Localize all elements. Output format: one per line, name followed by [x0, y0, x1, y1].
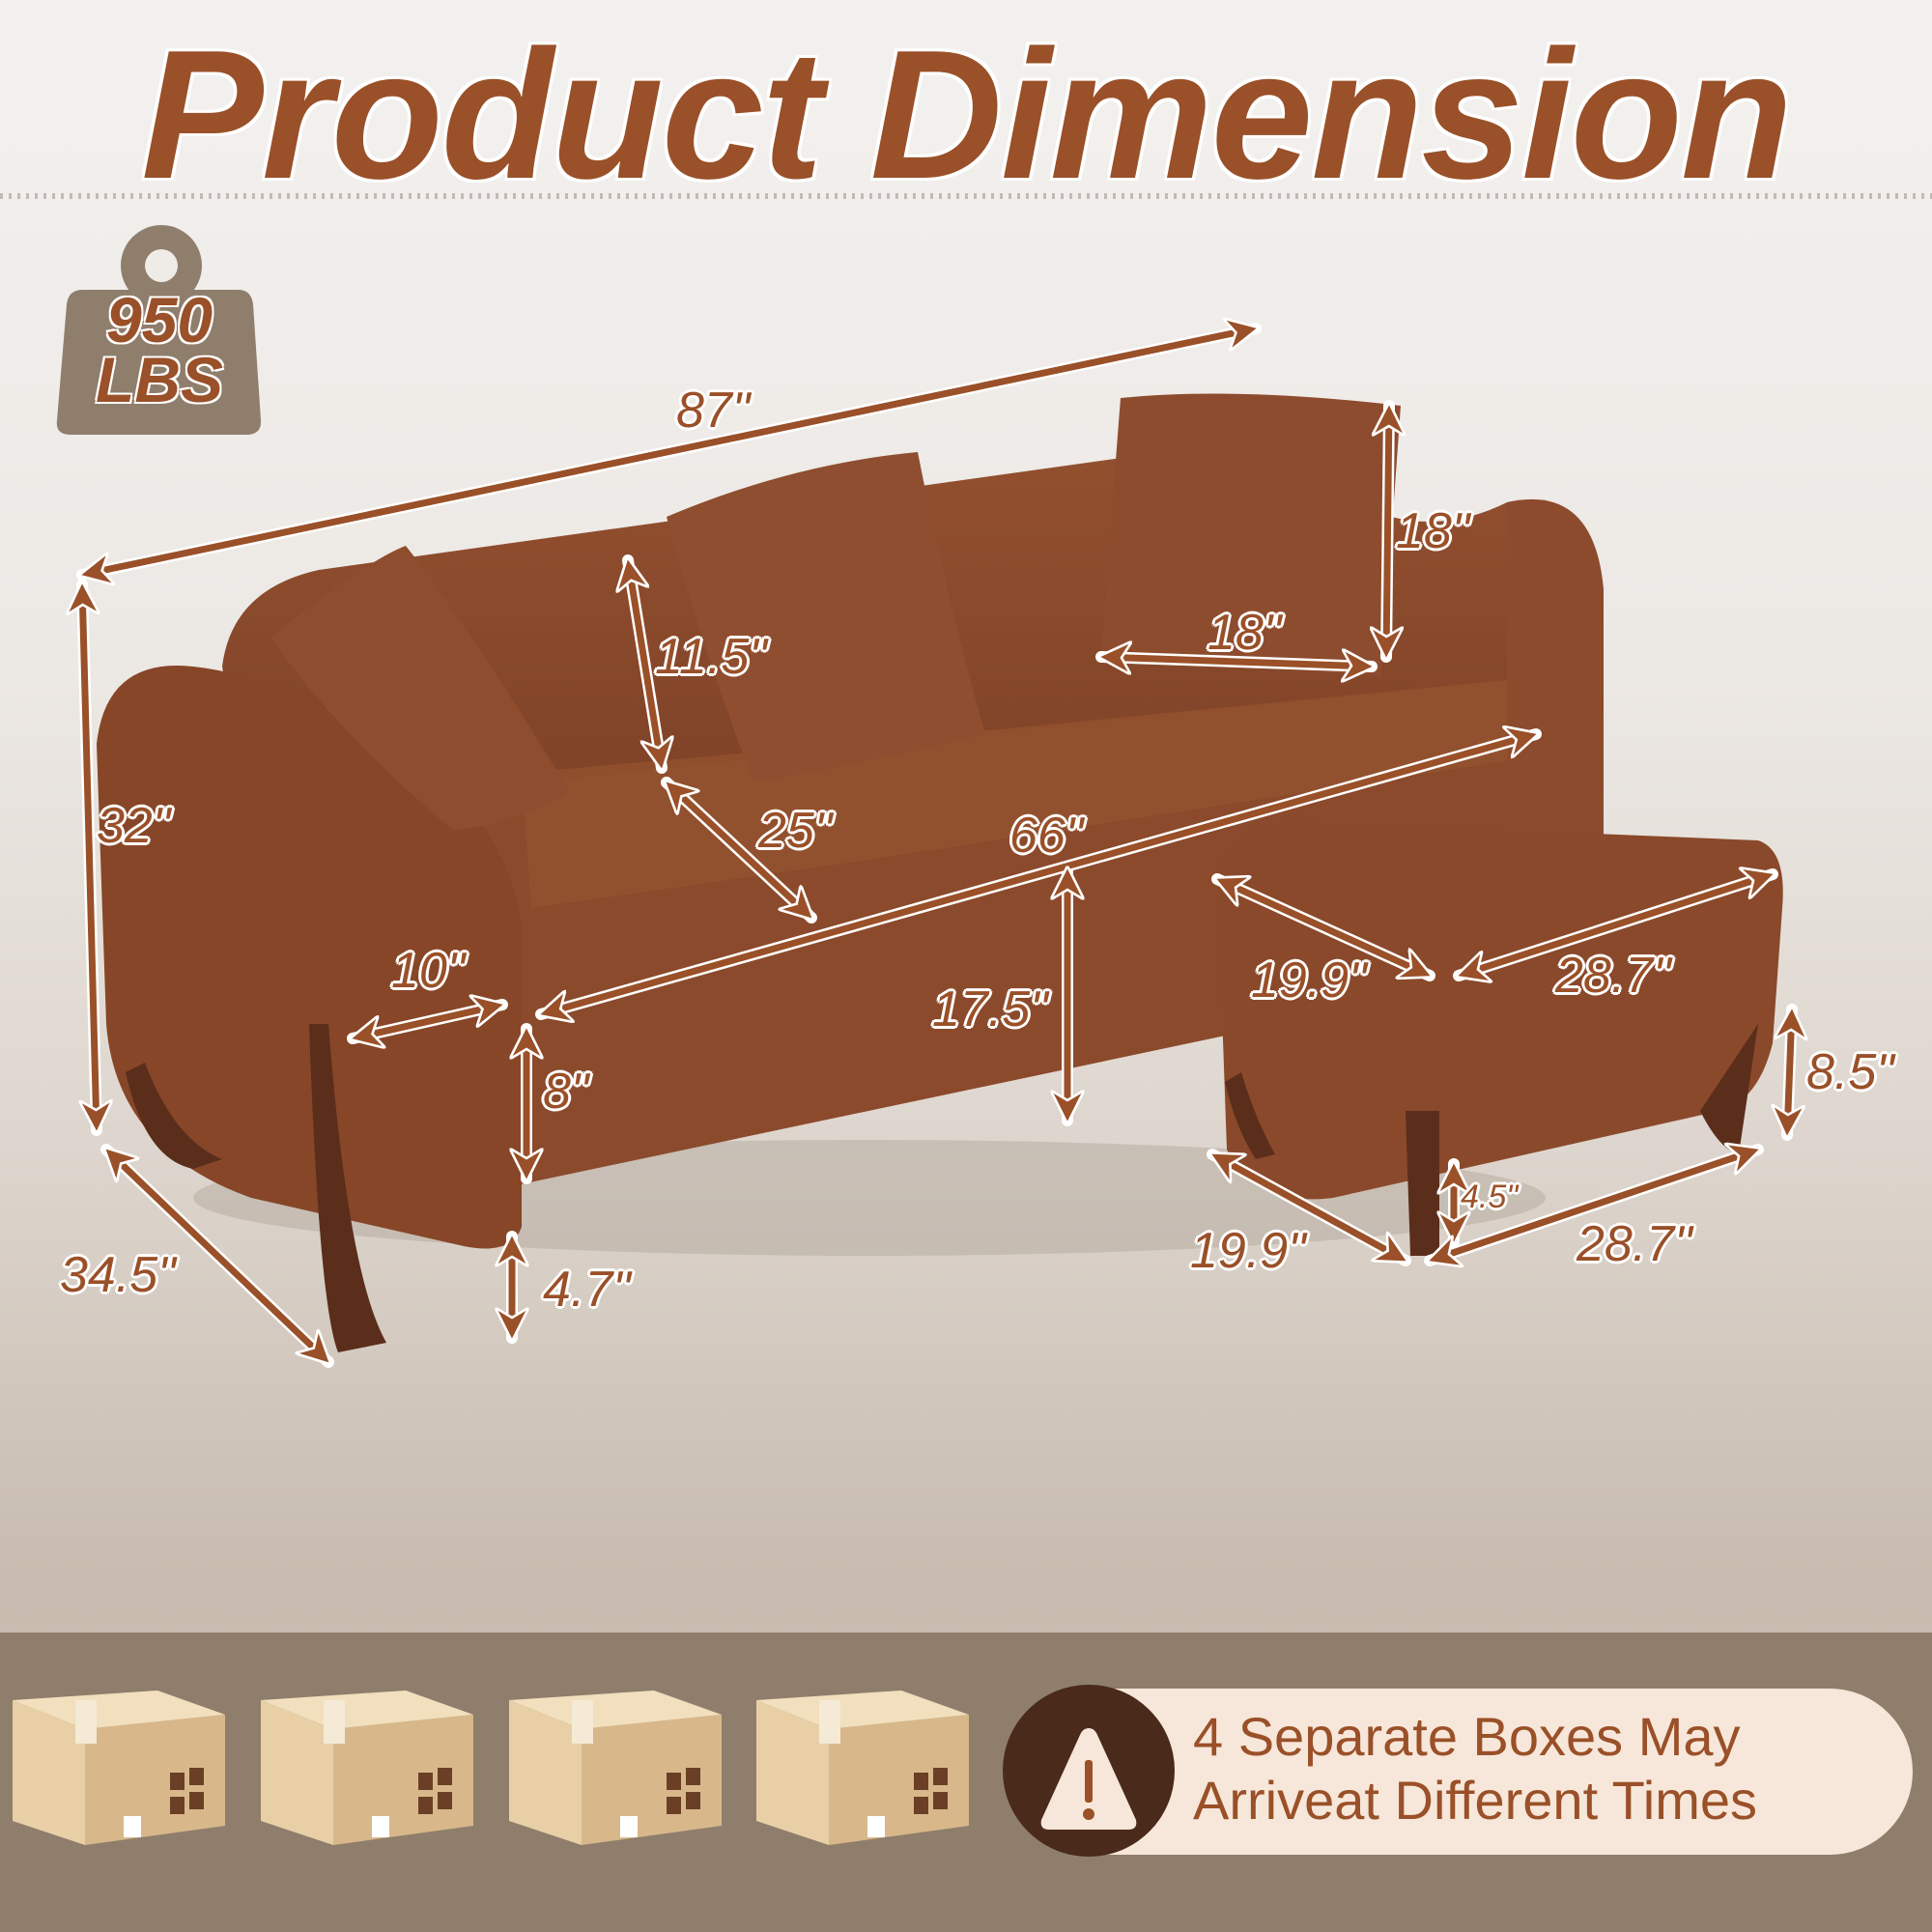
dim-arm-height: 8": [543, 1064, 589, 1120]
dim-seat-width: 66": [1009, 808, 1084, 864]
dim-overall-height: 32": [97, 798, 171, 854]
arrow-25: [667, 782, 811, 918]
arrow-10: [353, 1005, 502, 1038]
arrow-18-w: [1101, 657, 1372, 667]
dim-overall-depth: 34.5": [60, 1247, 176, 1303]
arrow-66: [541, 734, 1536, 1014]
dim-seat-depth: 25": [758, 803, 833, 859]
warning-icon: [1040, 1728, 1137, 1830]
sofa-illustration: [0, 0, 1932, 1368]
box-3: [509, 1690, 722, 1845]
dim-ottoman-base-width: 28.7": [1577, 1216, 1692, 1272]
sofa-left-arm: [97, 666, 522, 1249]
notice-icon-circle: [1003, 1685, 1175, 1857]
box-4: [756, 1690, 969, 1845]
dim-leg-height: 4.7": [543, 1262, 631, 1318]
box-1: [13, 1690, 225, 1845]
page-title: Product Dimension: [141, 13, 1793, 217]
dim-ottoman-base-depth: 19.9": [1190, 1223, 1306, 1279]
dim-back-height: 11.5": [655, 629, 767, 685]
arrow-ottoman-8-5: [1787, 1009, 1792, 1135]
dim-pillow-height: 18": [1396, 503, 1470, 559]
dim-seat-height: 17.5": [932, 981, 1048, 1037]
dim-overall-length: 87": [676, 383, 751, 439]
arrow-11-5: [628, 560, 662, 768]
arrow-ottoman-19-9-top: [1217, 879, 1430, 976]
ottoman: [1217, 821, 1783, 1200]
ottoman-leg: [1406, 1111, 1439, 1256]
dim-ottoman-height: 8.5": [1806, 1044, 1894, 1100]
dim-ottoman-leg-height: 4.5": [1461, 1179, 1519, 1215]
dotted-divider: [0, 193, 1932, 199]
pillow-left: [270, 546, 570, 831]
arrow-ottoman-28-7-base: [1430, 1150, 1758, 1261]
notice-line-2: Arriveat Different Times: [1193, 1770, 1758, 1831]
arrow-ottoman-19-9-base: [1212, 1154, 1406, 1261]
dim-pillow-width: 18": [1208, 605, 1282, 661]
box-2: [261, 1690, 473, 1845]
dim-ottoman-top-width: 28.7": [1555, 948, 1671, 1004]
notice-line-1: 4 Separate Boxes May: [1193, 1706, 1741, 1767]
arrow-18-h: [1386, 406, 1389, 657]
dim-ottoman-top-depth: 19.9": [1251, 952, 1367, 1009]
arrow-32: [82, 584, 97, 1130]
arrow-ottoman-28-7-top: [1459, 874, 1773, 976]
dim-arm-width: 10": [391, 943, 466, 999]
arrow-34-5: [106, 1150, 328, 1362]
arrow-87: [82, 328, 1256, 575]
